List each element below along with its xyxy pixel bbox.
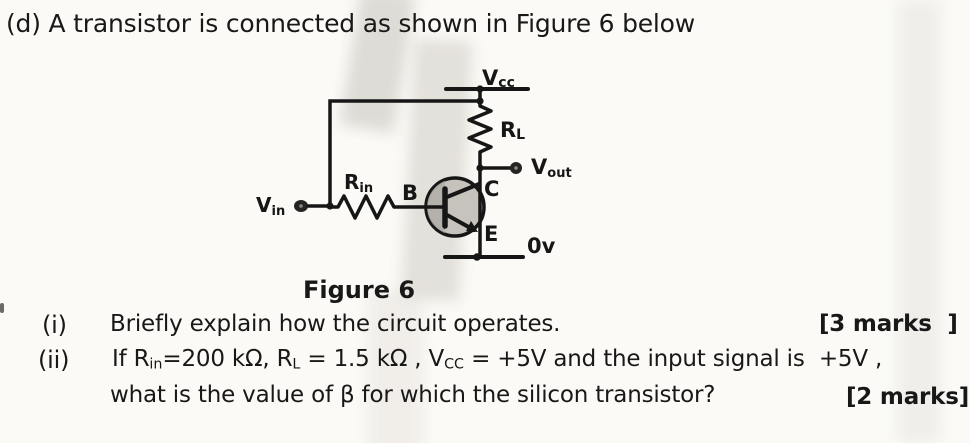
- emitter-arrow: [466, 221, 478, 232]
- junction-dot: [476, 85, 484, 93]
- resistor-rl: [467, 89, 493, 154]
- junction-dot: [476, 164, 484, 172]
- transistor-collector-lead: [445, 182, 481, 199]
- question-header: (d) A transistor is connected as shown i…: [6, 9, 696, 38]
- figure-caption: Figure 6: [303, 276, 416, 304]
- text-segment: =200 kΩ, R: [162, 346, 293, 372]
- vout-terminal-center: [514, 166, 518, 170]
- item-i-text: Briefly explain how the circuit operates…: [110, 311, 561, 337]
- wire-feedback: [328, 99, 479, 208]
- scan-speck: [0, 303, 4, 313]
- text-segment: = 1.5 kΩ , V: [300, 346, 445, 372]
- resistor-rin: [328, 194, 446, 220]
- label-collector: C: [484, 177, 499, 201]
- item-ii-number: (ii): [38, 346, 70, 374]
- label-rin: Rin: [344, 170, 373, 196]
- subscript-segment: L: [292, 356, 301, 373]
- subscript-segment: CC: [444, 356, 464, 373]
- item-ii-marks: [2 marks]: [846, 384, 970, 410]
- label-base: B: [402, 181, 418, 205]
- figure-6-circuit-diagram: Vcc RL Vout Vin Rin B C E: [256, 66, 572, 261]
- subscript-segment: in: [149, 356, 163, 373]
- label-vcc: Vcc: [482, 66, 515, 91]
- text-segment: = +5V and the input signal is +5V ,: [463, 346, 883, 372]
- scan-edge-shadow: [898, 0, 940, 443]
- label-vin: Vin: [256, 193, 285, 219]
- junction-dot: [326, 202, 334, 210]
- label-vout: Vout: [531, 155, 572, 181]
- junction-dot: [476, 97, 484, 105]
- item-i-marks: [3 marks ]: [819, 311, 958, 337]
- label-ground: 0v: [527, 234, 556, 258]
- item-i-number: (i): [42, 311, 67, 339]
- label-emitter: E: [484, 222, 498, 246]
- item-ii-line2: what is the value of β for which the sil…: [110, 382, 716, 408]
- text-segment: If R: [112, 346, 150, 372]
- vin-terminal-center: [299, 204, 303, 208]
- item-ii-line1: If Rin=200 kΩ, RL = 1.5 kΩ , VCC = +5V a…: [112, 346, 882, 373]
- label-rl: RL: [500, 118, 525, 143]
